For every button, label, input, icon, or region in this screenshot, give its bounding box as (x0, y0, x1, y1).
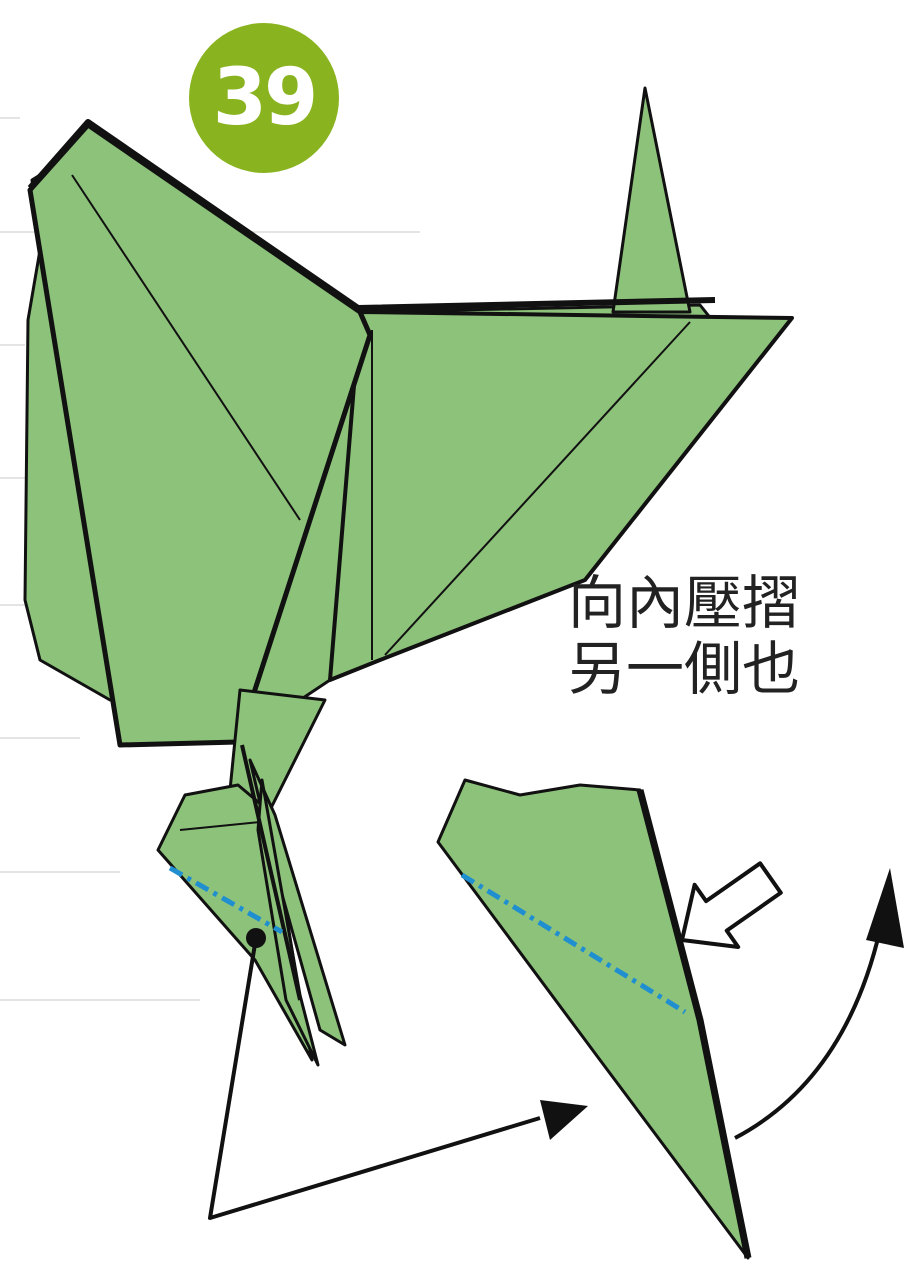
curved-arrow-icon (734, 868, 904, 1140)
fold-line-right (460, 872, 687, 1015)
bird-model (23, 86, 794, 1067)
tail-spike (611, 86, 692, 314)
step-number-badge: 39 (189, 23, 339, 173)
instruction-text: 向內壓摺 另一側也 (568, 570, 800, 702)
fold-line-left (168, 865, 284, 935)
instruction-line-1: 向內壓摺 (568, 569, 801, 637)
instruction-line-2: 另一側也 (568, 635, 801, 703)
hollow-push-arrow-icon (680, 861, 783, 950)
step-number: 39 (212, 53, 319, 143)
leg-detail (436, 778, 752, 1260)
reference-arrow-icon (208, 937, 588, 1220)
